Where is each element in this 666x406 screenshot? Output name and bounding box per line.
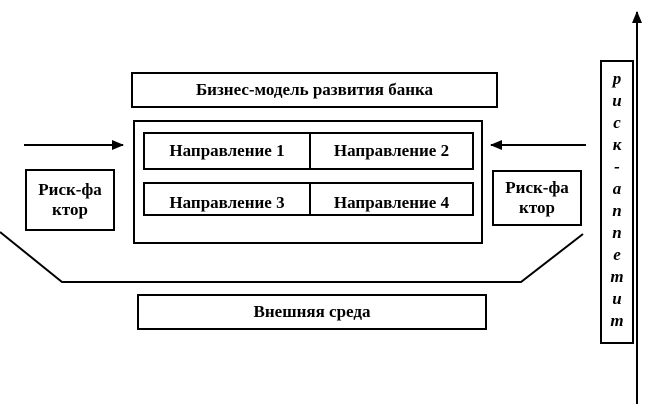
- direction-1-label: Направление 1: [169, 141, 285, 160]
- external-environment-box: [137, 294, 487, 330]
- risk-factor-right-label: Риск-фактор: [505, 178, 569, 217]
- risk-appetite-letter: п: [612, 201, 622, 220]
- business-model-label: Бизнес-модель развития банка: [195, 80, 434, 99]
- risk-appetite-letter: т: [610, 267, 624, 286]
- direction-1-box: [143, 132, 311, 170]
- direction-4-label: Направление 4: [333, 193, 450, 212]
- risk-appetite-letter: п: [612, 223, 622, 242]
- risk-appetite-box: [600, 60, 634, 344]
- direction-2-box: [309, 132, 474, 170]
- risk-factor-right-box: [492, 170, 582, 226]
- direction-2-label: Направление 2: [333, 141, 450, 160]
- risk-appetite-letter: к: [612, 135, 622, 154]
- risk-appetite-letter: р: [612, 69, 622, 88]
- risk-factor-left-box: [25, 169, 115, 231]
- external-environment-label: Внешняя среда: [253, 302, 371, 321]
- risk-appetite-letter: а: [612, 179, 622, 198]
- environment-boundary-line: [0, 231, 584, 283]
- risk-appetite-label: р и с к - а п п е т и т: [600, 60, 634, 344]
- risk-appetite-letter: с: [613, 113, 621, 132]
- business-model-box: [131, 72, 498, 108]
- risk-appetite-letter: и: [612, 289, 622, 308]
- direction-3-box: [143, 182, 311, 216]
- risk-appetite-letter: и: [612, 91, 622, 110]
- risk-appetite-letter: т: [610, 311, 624, 330]
- direction-4-box: [309, 182, 474, 216]
- direction-3-label: Направление 3: [169, 193, 285, 212]
- risk-appetite-letter: -: [614, 157, 620, 176]
- risk-appetite-letter: е: [613, 245, 621, 264]
- risk-factor-left-label: Риск-фактор: [38, 180, 102, 219]
